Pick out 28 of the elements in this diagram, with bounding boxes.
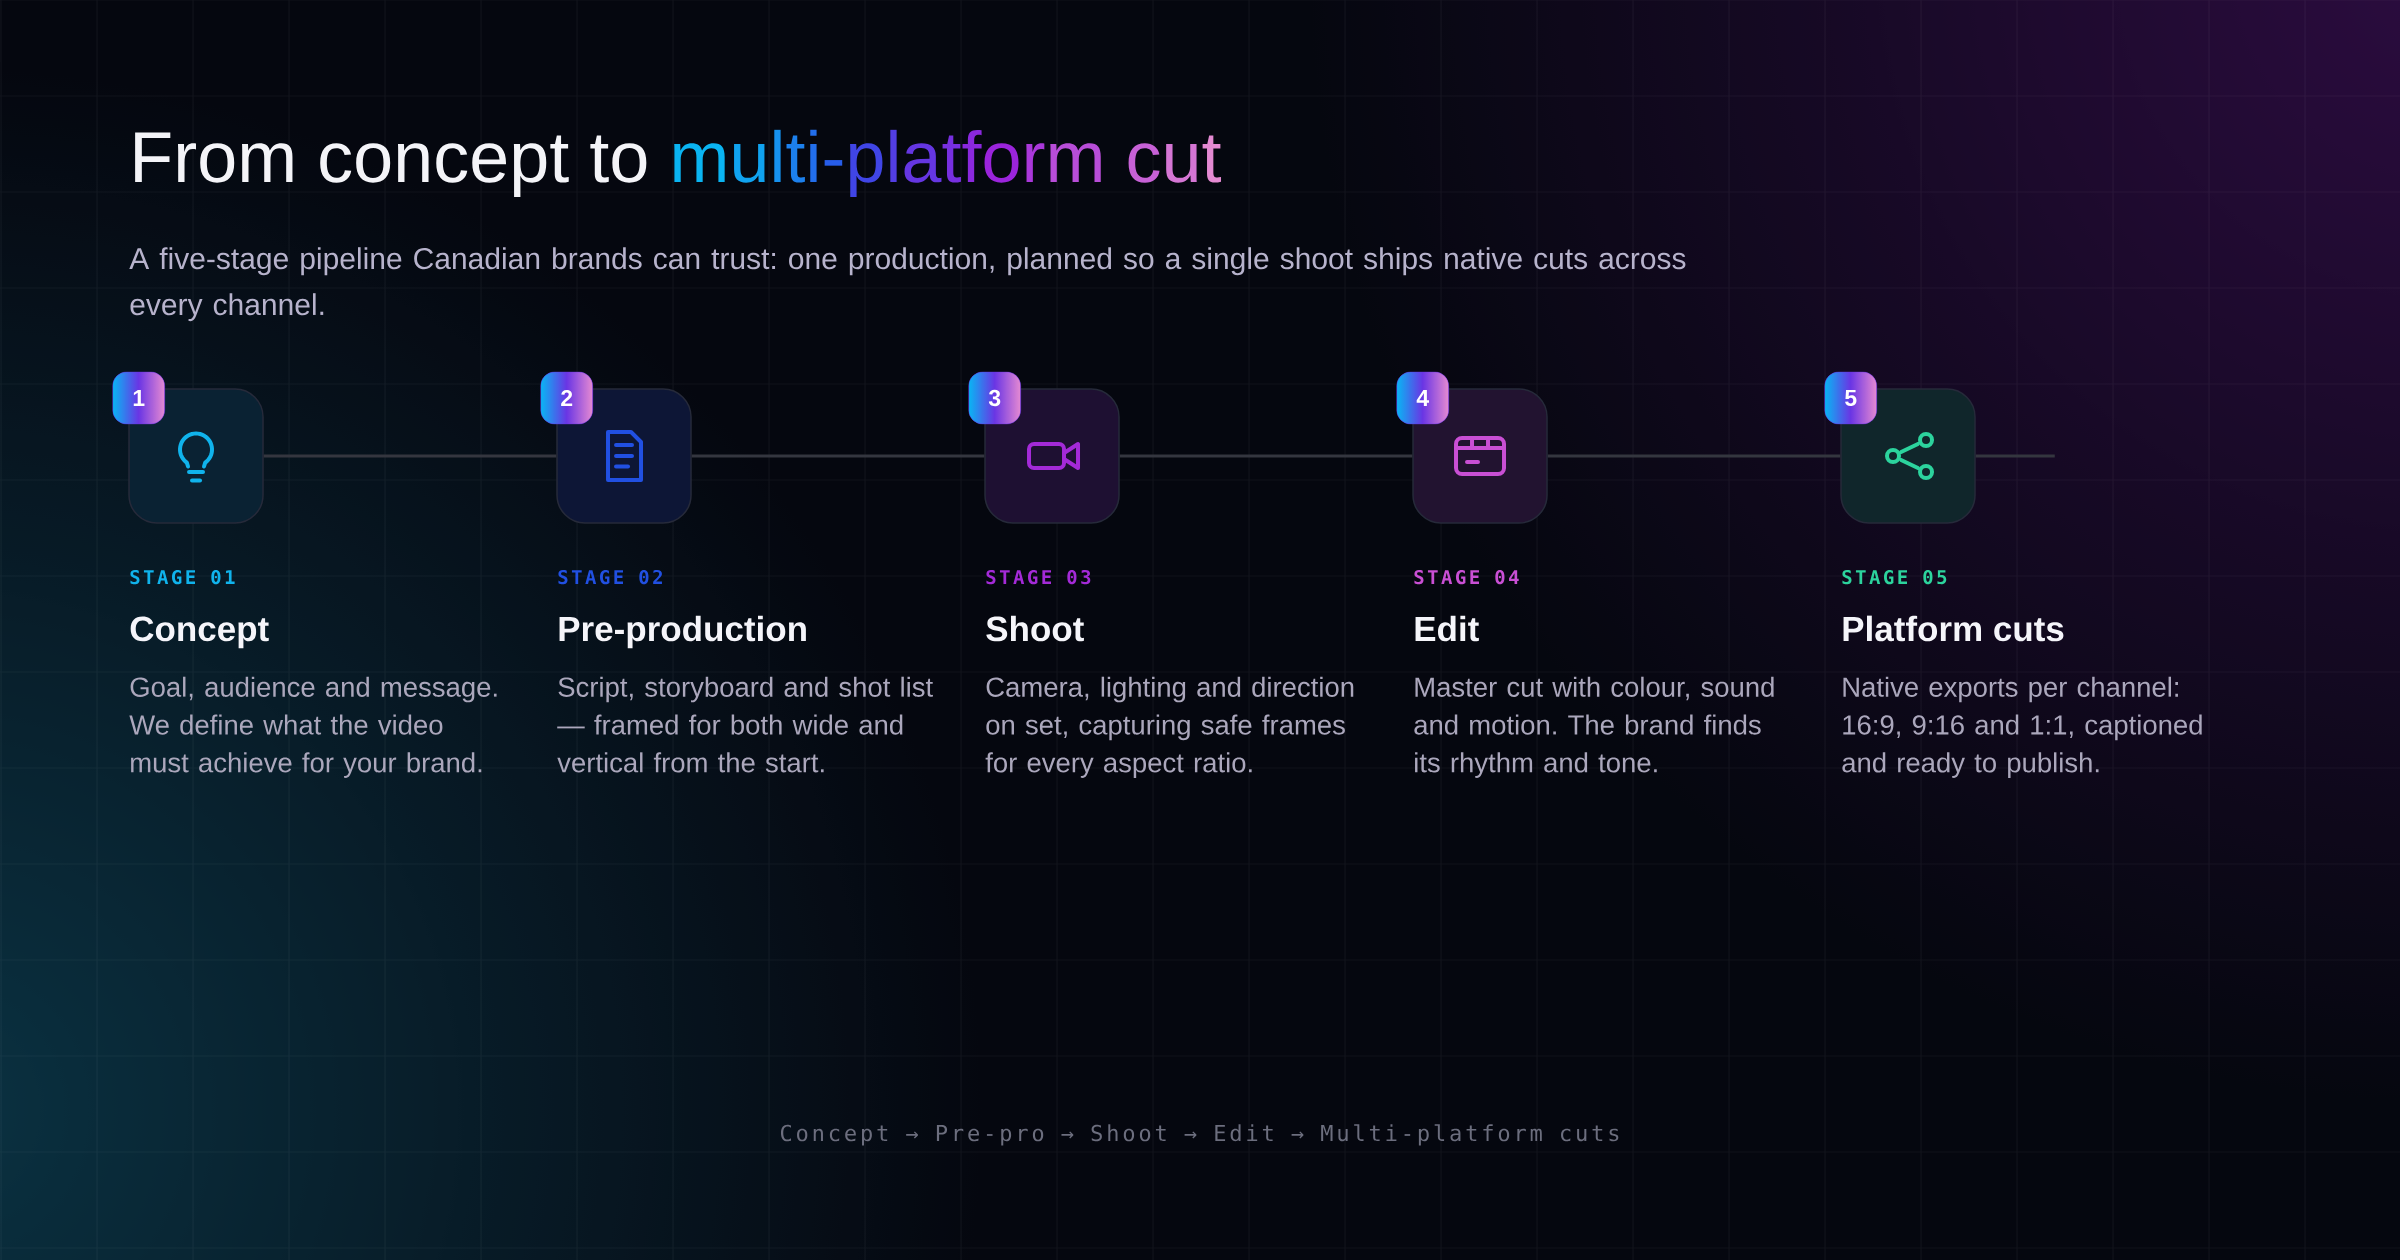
stage-title: Edit	[1415, 615, 1479, 642]
stage-description: Goal, audience and message. We define what the video must achieve for your brand.	[129, 676, 497, 778]
stage-description: Master cut with colour, sound and motion. The brand finds its rhythm and tone.	[1414, 676, 1774, 778]
step-number: 1	[133, 390, 145, 406]
step-number: 5	[1845, 389, 1857, 406]
stage-title: Concept	[130, 616, 269, 649]
stage-description: Script, storyboard and shot list — framed for both wide and vertical from the start.	[557, 676, 933, 773]
connector-line	[1119, 454, 1413, 458]
stage-label: STAGE 04	[1414, 569, 1519, 585]
connector-line	[263, 454, 557, 458]
subtitle: A five-stage pipeline Canadian brands can trust: one production, planned so a single shoot ships native cuts across every channel.	[129, 247, 1686, 322]
stage-description: Native exports per channel: 16:9, 9:16 and 1:1, captioned and ready to publish.	[1842, 676, 2202, 778]
stage-label: STAGE 01	[130, 569, 235, 585]
step-number: 4	[1416, 390, 1429, 406]
stage-label: STAGE 03	[986, 569, 1091, 585]
stage-label: STAGE 05	[1842, 569, 1947, 585]
connector-line	[1547, 454, 1841, 458]
connector-line	[1975, 454, 2055, 458]
title: From concept to multi-platform cut	[135, 129, 1221, 197]
connector-line	[691, 454, 985, 458]
step-number: 3	[988, 389, 1001, 407]
stage-title: Pre-production	[559, 615, 806, 649]
stage-description: Camera, lighting and direction on set, capturing safe frames for every aspect ratio.	[985, 676, 1354, 778]
stage-title: Platform cuts	[1843, 615, 2064, 642]
footer-note: Concept → Pre-pro → Shoot → Edit → Multi-platform cuts	[780, 1124, 1619, 1146]
stage-title: Shoot	[986, 615, 1084, 642]
step-number: 2	[561, 389, 573, 407]
stage-label: STAGE 02	[558, 569, 662, 585]
